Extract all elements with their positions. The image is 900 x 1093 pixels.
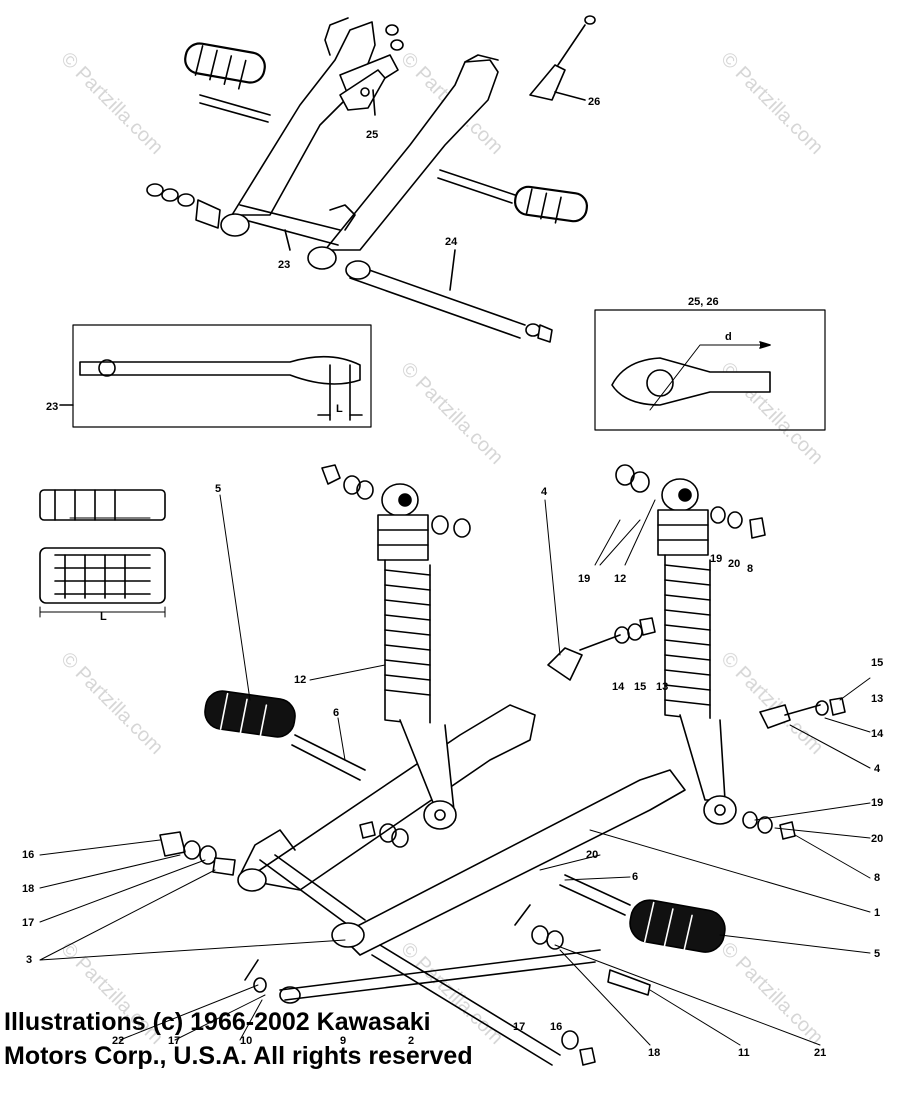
- footrest-bracket-assembly: [146, 15, 596, 343]
- callout: 8: [747, 563, 753, 575]
- swing-arm: [237, 704, 686, 1066]
- callout: 22: [112, 1035, 124, 1047]
- callout: 18: [648, 1047, 660, 1059]
- callout: 14: [871, 728, 884, 740]
- inset-labels: 25, 26 d L L: [100, 296, 732, 623]
- lower-hardware: [244, 904, 651, 1066]
- inset-label-25-26: 25, 26: [688, 296, 719, 308]
- callout: 4: [541, 486, 548, 498]
- adjuster-plate-26: [529, 64, 566, 101]
- callout: 15: [871, 657, 883, 669]
- callout: 17: [22, 917, 34, 929]
- callout: 17: [513, 1021, 525, 1033]
- callout: 15: [634, 681, 646, 693]
- bracket-left-arm: [231, 21, 376, 216]
- pivot-hardware-left: [159, 831, 236, 876]
- callout: 23: [278, 259, 290, 271]
- callout: 18: [22, 883, 34, 895]
- adjuster-plate-25: [339, 69, 386, 111]
- callout: 5: [874, 948, 880, 960]
- pivot-shaft: [349, 264, 526, 339]
- callout: 25: [366, 129, 378, 141]
- callout: 20: [871, 833, 883, 845]
- callout: 24: [445, 236, 458, 248]
- callout: 8: [874, 872, 880, 884]
- callout: 1: [874, 907, 880, 919]
- watermark: © Partzilla.com: [56, 48, 167, 159]
- grip-dim-L: L: [100, 611, 107, 623]
- watermark: © Partzilla.com: [396, 358, 507, 469]
- callout: 21: [814, 1047, 826, 1059]
- copyright-line-1: Illustrations (c) 1966-2002 Kawasaki: [4, 1008, 431, 1036]
- footpeg-rubber-upper-left: [184, 42, 266, 90]
- callout: 20: [728, 558, 740, 570]
- chain-adjuster-plate-4: [547, 647, 583, 681]
- callout: 5: [215, 483, 221, 495]
- bracket-right-arm: [324, 59, 499, 251]
- callout: 6: [333, 707, 339, 719]
- callout-numbers: 25 26 23 24 23 5 4 19 12 19 20 8 14 15 1…: [22, 96, 884, 1059]
- callout: 3: [26, 954, 32, 966]
- callout: 2: [408, 1035, 414, 1047]
- callout: 20: [586, 849, 598, 861]
- inset-dim-d: d: [725, 331, 732, 343]
- callout: 10: [240, 1035, 252, 1047]
- callout: 13: [871, 693, 883, 705]
- callout: 23: [46, 401, 58, 413]
- callout: 4: [874, 763, 881, 775]
- inset-adjuster-detail: [594, 309, 826, 431]
- callout: 11: [738, 1047, 750, 1059]
- watermark: © Partzilla.com: [716, 938, 827, 1049]
- callout: 12: [614, 573, 626, 585]
- inset-dim-L: L: [336, 403, 343, 415]
- callout: 19: [710, 553, 722, 565]
- watermark: © Partzilla.com: [56, 648, 167, 759]
- bracket-crossbar: [239, 204, 341, 246]
- callout: 16: [22, 849, 34, 861]
- shock-hardware: [321, 464, 846, 848]
- shock-absorber-right: [657, 478, 737, 825]
- callout: 6: [632, 871, 638, 883]
- callout: 9: [340, 1035, 346, 1047]
- copyright-line-2: Motors Corp., U.S.A. All rights reserved: [4, 1042, 473, 1070]
- callout: 12: [294, 674, 306, 686]
- grip-detail-drawings: [39, 489, 166, 618]
- shock-absorber-left: [377, 483, 457, 830]
- callout: 26: [588, 96, 600, 108]
- callout: 13: [656, 681, 668, 693]
- watermark: © Partzilla.com: [716, 48, 827, 159]
- leader-lines: [39, 494, 871, 1046]
- inset-bracket-length: [59, 324, 372, 428]
- callout: 19: [871, 797, 883, 809]
- callout: 16: [550, 1021, 562, 1033]
- footpeg-rubber-upper-right: [513, 185, 589, 224]
- callout: 19: [578, 573, 590, 585]
- callout: 14: [612, 681, 625, 693]
- footpeg-rubber-lower-left: [204, 690, 366, 781]
- footpeg-rubber-lower-right: [559, 874, 726, 956]
- watermark: © Partzilla.com: [716, 648, 827, 759]
- callout: 17: [168, 1035, 180, 1047]
